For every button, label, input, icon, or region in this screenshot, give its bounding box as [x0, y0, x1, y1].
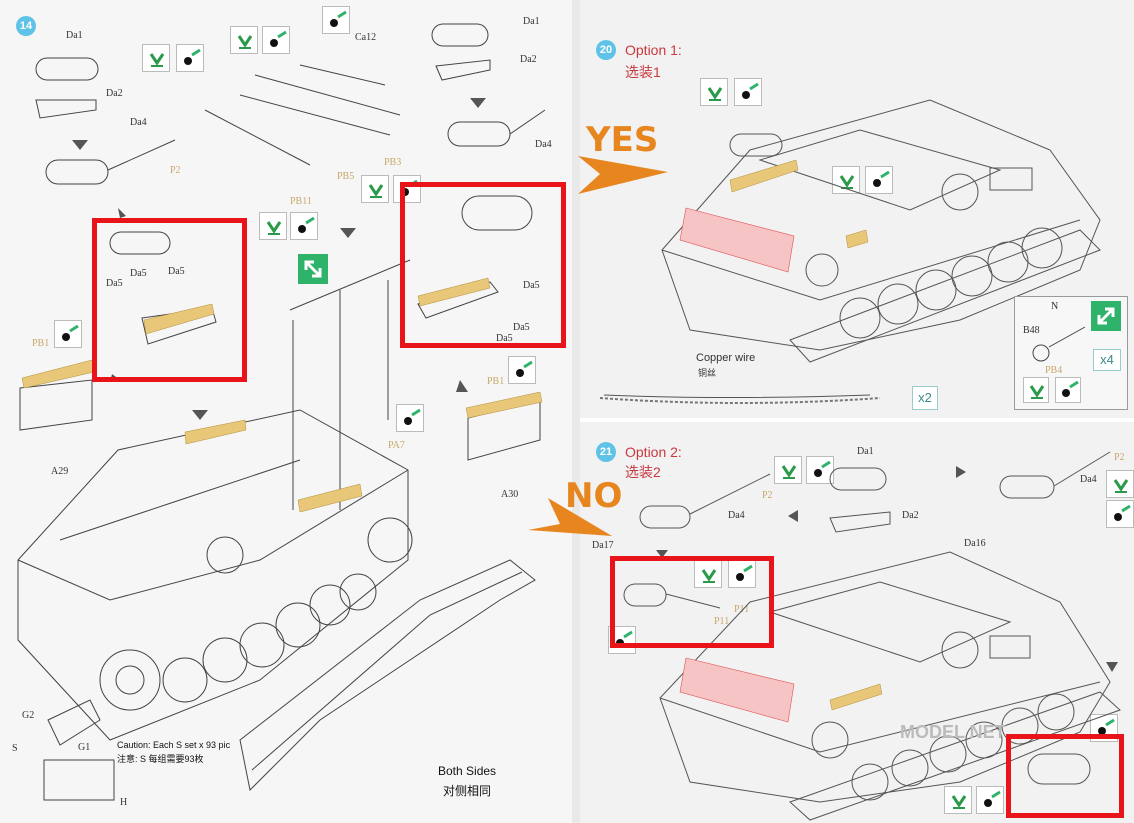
glue-icon	[142, 44, 170, 72]
step-number-badge: 20	[596, 40, 616, 60]
glue-icon	[774, 456, 802, 484]
option-title: Option 2:	[625, 444, 682, 460]
paint-icon	[290, 212, 318, 240]
part-label: P2	[762, 490, 773, 501]
part-label: PB5	[337, 171, 355, 182]
tank-drawing	[623, 451, 1121, 821]
part-label: PA7	[388, 440, 405, 451]
paint-icon	[865, 166, 893, 194]
part-label: Ca12	[355, 32, 377, 43]
part-label: S	[12, 743, 18, 754]
glue-icon	[944, 786, 972, 814]
paint-icon	[176, 44, 204, 72]
part-label: G2	[22, 710, 35, 721]
step-number-badge: 14	[16, 16, 36, 36]
paint-icon	[728, 560, 756, 588]
part-label: PB4	[1045, 365, 1063, 376]
instruction-page-option-2: 21 Option 2: 选装2 Da1 Da2 P2 P2 Da4 Da4 D…	[580, 422, 1134, 823]
part-label: P2	[170, 165, 181, 176]
instruction-page-step-14: 14 Da1 Da2 Da4 P2 Ca12 PB3 PB5 PB11 Da1 …	[12, 6, 566, 808]
option-title-zh: 选装2	[625, 464, 661, 480]
enlarge-icon	[1091, 301, 1121, 331]
part-label: Da2	[902, 510, 919, 521]
part-label: Da4	[728, 510, 745, 521]
highlight-box	[610, 556, 774, 648]
highlight-box	[1006, 734, 1124, 818]
part-label: Da2	[106, 88, 123, 99]
part-label: P2	[1114, 452, 1125, 463]
highlight-box	[400, 182, 566, 348]
part-label: PB1	[487, 376, 505, 387]
part-label: Da4	[1080, 474, 1097, 485]
step-number-badge: 21	[596, 442, 616, 462]
paint-icon	[322, 6, 350, 34]
part-label: Da5	[130, 268, 147, 279]
tank-drawing	[599, 99, 1101, 404]
both-sides-label: Both Sides	[438, 764, 497, 778]
yes-label: YES	[586, 120, 659, 160]
watermark: MODEL NET	[900, 722, 1006, 742]
glue-icon	[230, 26, 258, 54]
caution-text-en: Caution: Each S set x 93 pic	[117, 740, 231, 750]
part-label: A30	[501, 489, 519, 500]
page-gutter	[572, 0, 580, 823]
paint-icon	[1055, 377, 1081, 403]
part-label: A29	[51, 466, 69, 477]
part-label: Da2	[520, 54, 537, 65]
paint-icon	[262, 26, 290, 54]
paint-icon	[734, 78, 762, 106]
part-label: P11	[734, 604, 750, 615]
paint-icon	[54, 320, 82, 348]
glue-icon	[700, 78, 728, 106]
part-label: N	[1051, 301, 1059, 312]
part-label: Da5	[168, 266, 185, 277]
part-label: Da5	[496, 333, 513, 344]
caution-text-zh: 注意: S 每组需要93枚	[117, 754, 204, 764]
part-label: P11	[714, 616, 730, 627]
part-label: Da17	[592, 540, 614, 551]
part-label: Da5	[513, 322, 530, 333]
paint-icon	[508, 356, 536, 384]
assembly-drawing	[17, 23, 546, 801]
part-label: B48	[1023, 325, 1040, 336]
glue-icon	[694, 560, 722, 588]
copper-wire-label-zh: 铜丝	[698, 368, 717, 378]
detail-inset: N B48 PB4 x4	[1014, 296, 1128, 410]
paint-icon	[396, 404, 424, 432]
glue-icon	[259, 212, 287, 240]
part-label: Da1	[66, 30, 83, 41]
part-label: PB1	[32, 338, 50, 349]
part-label: H	[120, 797, 128, 808]
rotate-view-icon	[298, 254, 328, 284]
glue-icon	[832, 166, 860, 194]
paint-icon	[806, 456, 834, 484]
part-label: Da1	[857, 446, 874, 457]
part-label: G1	[78, 742, 91, 753]
glue-icon	[361, 175, 389, 203]
option-title-zh: 选装1	[625, 64, 661, 80]
paint-icon	[1106, 500, 1134, 528]
option-title: Option 1:	[625, 42, 682, 58]
quantity-badge: x2	[912, 386, 938, 410]
highlight-box	[92, 218, 247, 382]
copper-wire-label: Copper wire	[696, 352, 756, 364]
instruction-page-option-1: 20 Option 1: 选装1	[580, 0, 1134, 418]
glue-icon	[1023, 377, 1049, 403]
part-label: Da5	[523, 280, 540, 291]
part-label: Da16	[964, 538, 986, 549]
part-label: PB3	[384, 157, 402, 168]
quantity-badge: x4	[1093, 349, 1121, 371]
no-label: NO	[565, 476, 623, 516]
part-label: Da1	[523, 16, 540, 27]
part-label: Da5	[106, 278, 123, 289]
both-sides-label-zh: 对侧相同	[443, 784, 492, 798]
part-label: Da4	[535, 139, 552, 150]
paint-icon	[976, 786, 1004, 814]
part-label: Da4	[130, 117, 147, 128]
part-label: PB11	[290, 196, 312, 207]
